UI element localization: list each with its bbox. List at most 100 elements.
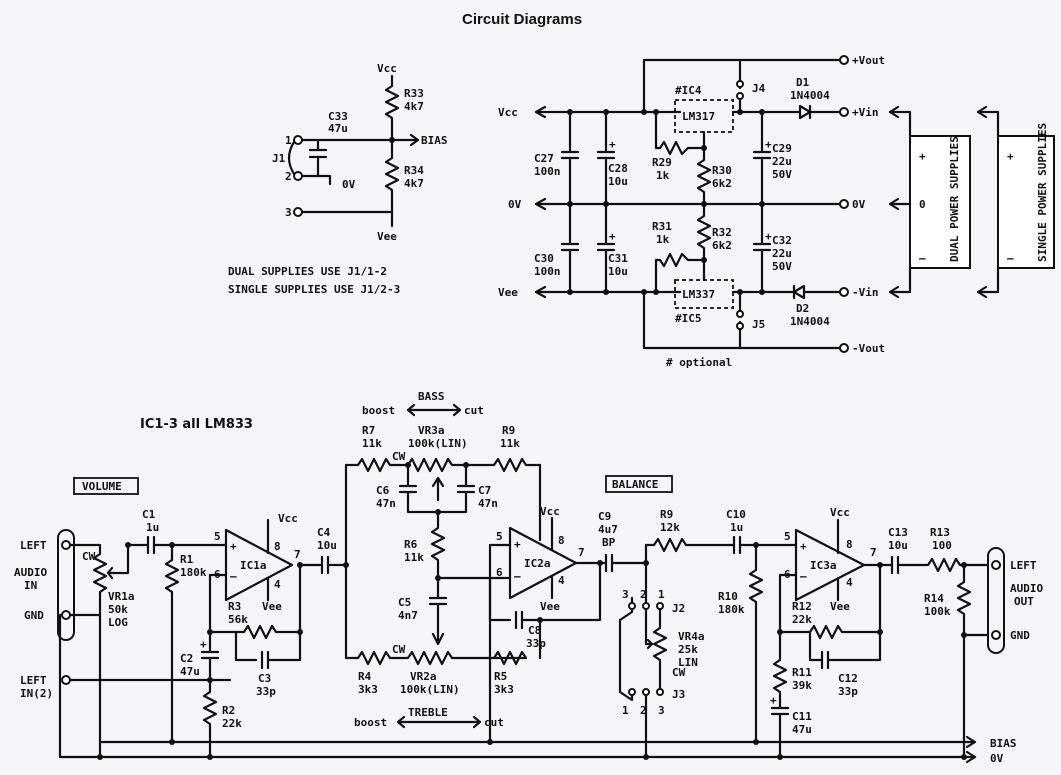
node: [207, 754, 213, 760]
c1-value: 1u: [146, 521, 159, 534]
c27-label: C27: [534, 152, 554, 165]
audio-out-label2: OUT: [1014, 595, 1034, 608]
ic2a-feedback: [538, 463, 602, 660]
r2-value: 22k: [222, 717, 242, 730]
c9-type: BP: [602, 536, 616, 549]
j4-pin-b: [736, 80, 744, 88]
vr4a-cw: CW: [672, 666, 686, 679]
node: [653, 289, 659, 295]
bass-label: BASS: [418, 390, 445, 403]
vin-minus-label: -Vin: [852, 286, 879, 299]
node: [297, 629, 303, 635]
lm317-label: LM317: [682, 110, 715, 123]
c27-capacitor: [560, 110, 580, 206]
c28-plus: +: [609, 138, 616, 151]
zero-v-rail-arrow: [965, 750, 977, 764]
ic3a-label: IC3a: [810, 559, 837, 572]
r10-value: 180k: [718, 603, 745, 616]
r13-value: 100: [932, 539, 952, 552]
j2-label: J2: [672, 602, 685, 615]
ic3a-vcc: Vcc: [830, 506, 850, 519]
j3-pin1: [628, 688, 636, 696]
single-supply-box: [997, 135, 1055, 269]
ic3a-feedback: [778, 563, 882, 670]
r11-value: 39k: [792, 679, 812, 692]
treble-label: TREBLE: [408, 706, 448, 719]
node: [641, 109, 647, 115]
node: [207, 629, 213, 635]
pwr-vee-label: Vee: [498, 286, 518, 299]
node: [97, 754, 103, 760]
d2-diode: [792, 284, 806, 300]
r9b-resistor: [644, 537, 732, 565]
vr4a-label: VR4a: [678, 630, 705, 643]
bias-rail-arrow: [965, 735, 977, 749]
node: [125, 542, 131, 548]
c13-label: C13: [888, 526, 908, 539]
ic2a-vee: Vee: [540, 600, 560, 613]
ic1a-minus: –: [230, 570, 237, 583]
ic-note: IC1-3 all LM833: [140, 417, 253, 432]
c5-value: 4n7: [398, 609, 418, 622]
r10-resistor: [748, 543, 764, 744]
c12-value: 33p: [838, 685, 858, 698]
pwr-zero-v-label: 0V: [508, 198, 522, 211]
ic3a-pin5: 5: [784, 530, 791, 543]
node: [877, 562, 883, 568]
ic2a-noninv-wire: [488, 543, 512, 744]
power-circuit: Vcc 0V Vee LM317 #IC4 D1 1N4004 J4 +Vout…: [498, 54, 1055, 369]
zero-v-stub: [316, 174, 332, 186]
node: [343, 562, 349, 568]
node: [877, 629, 883, 635]
left-in2-terminal: [61, 675, 71, 685]
c1-capacitor: [140, 535, 224, 555]
node: [537, 617, 543, 623]
dual-supply-label: DUAL POWER SUPPLIES: [948, 136, 961, 262]
r9b-value: 12k: [660, 521, 680, 534]
j3-num1: 1: [622, 704, 629, 717]
c8-label: C8: [528, 624, 541, 637]
note-dual: DUAL SUPPLIES USE J1/1-2: [228, 265, 387, 278]
output-gnd-label: GND: [1010, 629, 1030, 642]
output-left-terminal: [991, 560, 1001, 570]
ic2a-vcc: Vcc: [540, 505, 560, 518]
c10-capacitor: [728, 535, 798, 555]
node: [435, 575, 441, 581]
vr1a-pot: [68, 543, 108, 617]
d1-value: 1N4004: [790, 89, 830, 102]
c8-value: 33p: [526, 637, 546, 650]
r34-value: 4k7: [404, 177, 424, 190]
ic1a-pin8: 8: [274, 540, 281, 553]
r4-label: R4: [358, 670, 372, 683]
vin-minus-terminal: [839, 287, 849, 297]
j4-pin-a: [736, 92, 744, 100]
c31-label: C31: [608, 252, 628, 265]
c9-value: 4u7: [598, 523, 618, 536]
c11-label: C11: [792, 710, 812, 723]
c3-capacitor: [208, 563, 302, 670]
bass-boost: boost: [362, 404, 395, 417]
vr3a-wiper: [431, 476, 445, 502]
dual-minus: –: [919, 252, 926, 265]
ic3a-pin4: 4: [846, 576, 853, 589]
single-minus: –: [1007, 252, 1014, 265]
r29-label: R29: [652, 156, 672, 169]
c32-value2: 50V: [772, 260, 792, 273]
bass-cut: cut: [464, 404, 484, 417]
zero-v-rail-label: 0V: [990, 752, 1004, 765]
c1-label: C1: [142, 508, 156, 521]
c30-value: 100n: [534, 265, 561, 278]
node: [759, 109, 765, 115]
c28-label: C28: [608, 162, 628, 175]
j3-label: J3: [672, 688, 685, 701]
c29-value1: 22u: [772, 155, 792, 168]
dual-zero: 0: [919, 198, 926, 211]
ic1a-vcc: Vcc: [278, 512, 298, 525]
zero-v-terminal-label: 0V: [852, 198, 866, 211]
treble-cut: cut: [484, 716, 504, 729]
node: [653, 109, 659, 115]
node: [753, 739, 759, 745]
ic1a-opamp: [224, 528, 294, 602]
j2-num2: 2: [640, 588, 647, 601]
